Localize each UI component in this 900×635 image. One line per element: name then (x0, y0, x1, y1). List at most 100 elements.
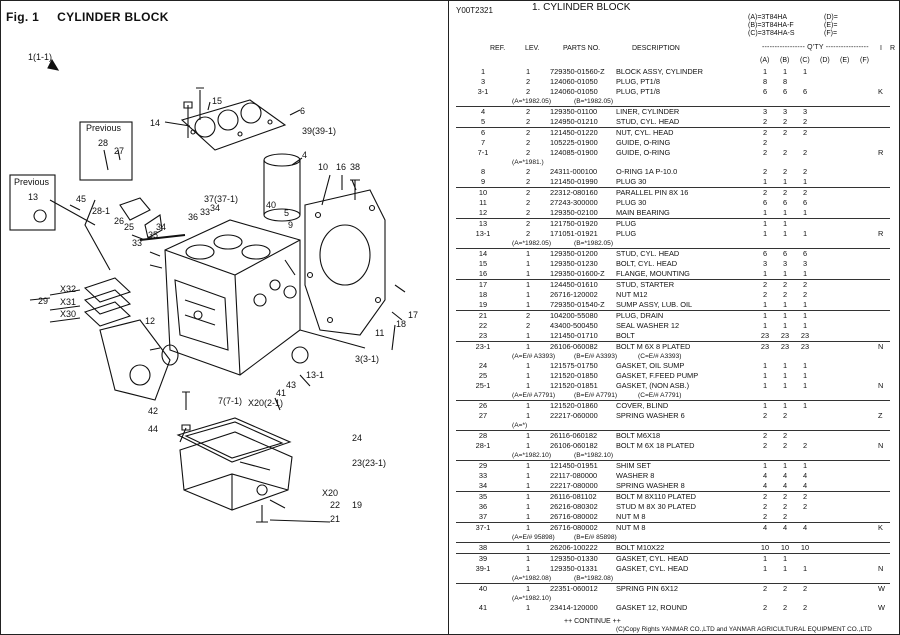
page-code: Y00T2321 (456, 6, 493, 15)
description-cell: PLUG 30 (616, 198, 647, 207)
callout-35: 35 (148, 230, 158, 240)
qty-c-cell: 1 (802, 229, 808, 238)
qty-b-cell: 2 (782, 431, 788, 440)
description-cell: O-RING 1A P-10.0 (616, 167, 678, 176)
callout-25: 25 (124, 222, 134, 232)
part-number-cell: 26116-081102 (550, 492, 597, 501)
description-cell: SPRING WASHER 6 (616, 411, 685, 420)
note-n1: (A=*1982.05) (512, 240, 552, 247)
qty-a-cell: 2 (762, 290, 768, 299)
row-separator (456, 127, 890, 128)
qty-a-cell: 1 (762, 371, 768, 380)
qty-c-cell: 1 (802, 177, 808, 186)
serial-note: (A=*1982.05)(B=*1982.05) (452, 97, 896, 106)
part-number-cell: 129350-01230 (550, 259, 598, 268)
figure-name: CYLINDER BLOCK (57, 10, 169, 24)
part-number-cell: 26716-080002 (550, 523, 598, 532)
part-number-cell: 26716-120002 (550, 290, 598, 299)
header-description: DESCRIPTION (632, 45, 680, 52)
description-cell: NUT, CYL. HEAD (616, 128, 674, 137)
qty-a-cell: 2 (762, 492, 768, 501)
row-separator (456, 553, 890, 554)
qty-b-cell: 2 (782, 280, 788, 289)
qty-a-cell: 1 (762, 177, 768, 186)
qty-c-cell: 1 (802, 300, 808, 309)
qty-b-cell: 1 (782, 401, 788, 410)
qty-b-cell: 2 (782, 128, 788, 137)
page-divider (448, 0, 449, 635)
ref-cell: 16 (478, 269, 488, 278)
qty-b-cell: 10 (780, 543, 790, 552)
ref-cell: 21 (478, 311, 488, 320)
ref-cell: 11 (479, 198, 487, 207)
exploded-parts-drawing: 1(1-1) Previous Previous 15 14 6 39(39-1… (9, 52, 418, 524)
qty-b-cell: 1 (782, 311, 788, 320)
part-number-cell: 22117-080000 (550, 471, 598, 480)
part-number-cell: 26716-080002 (550, 512, 598, 521)
serial-note: (A=*1981.) (452, 158, 896, 167)
callout-ref-top: 1(1-1) (28, 52, 52, 62)
ir-code-cell: K (878, 523, 883, 532)
ref-cell: 6 (480, 128, 486, 137)
part-number-cell: 121450-01710 (550, 331, 598, 340)
qty-c-cell: 3 (802, 107, 808, 116)
ref-cell: 23-1 (475, 342, 491, 351)
qty-b-cell: 6 (782, 249, 788, 258)
ref-cell: 39-1 (475, 564, 491, 573)
level-cell: 2 (525, 219, 531, 228)
qty-a-cell: 1 (762, 554, 768, 563)
qty-b-cell: 2 (782, 117, 788, 126)
callout-16: 16 (336, 162, 346, 172)
callout-5: 5 (284, 208, 289, 218)
row-separator (456, 106, 890, 107)
ref-cell: 41 (478, 603, 488, 612)
qty-c-cell: 1 (802, 371, 808, 380)
ir-code-cell: N (878, 381, 884, 390)
variant-b: (B)=3T84HA-F (748, 22, 794, 30)
